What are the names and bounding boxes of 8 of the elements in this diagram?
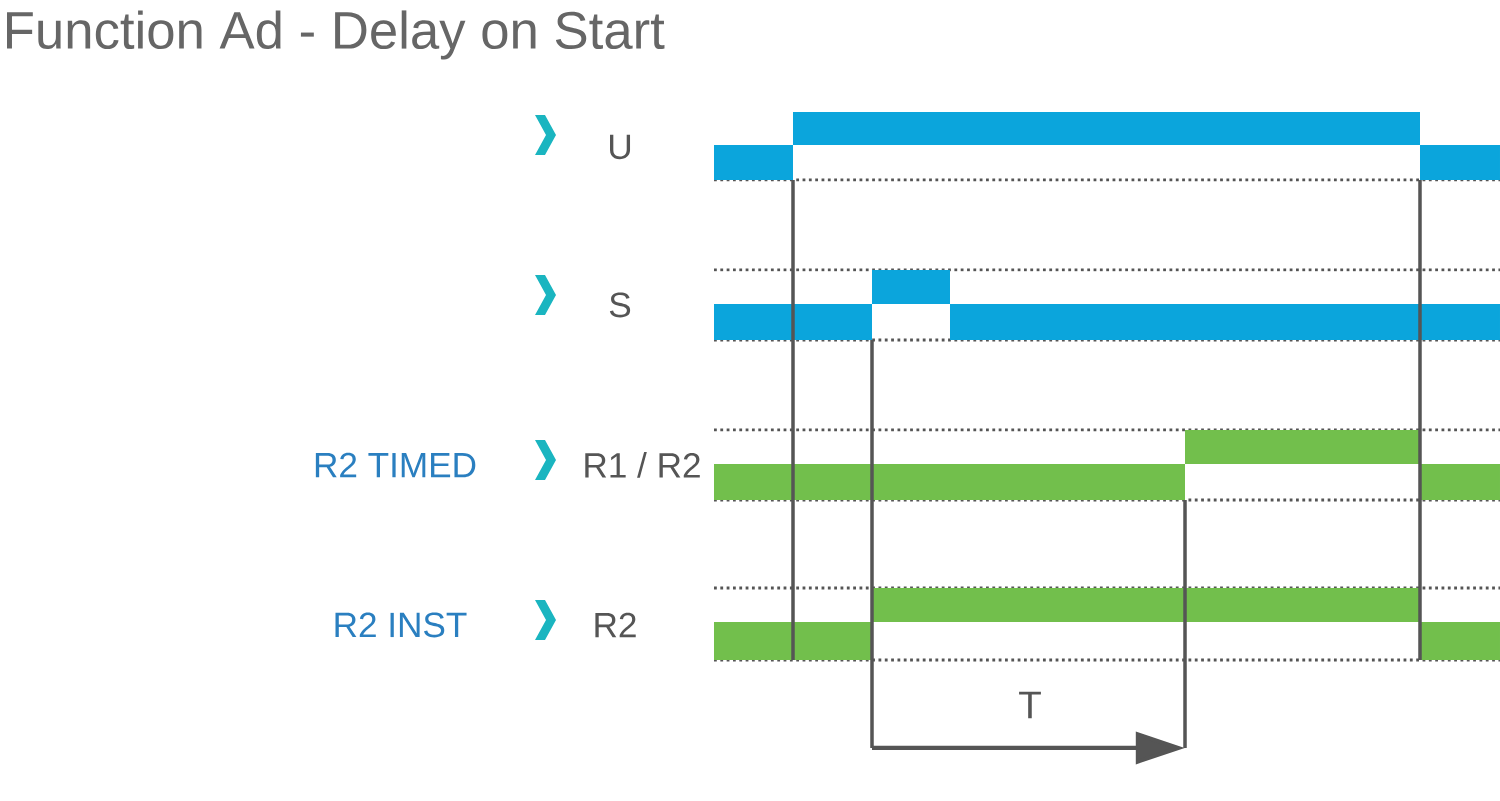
title: Function Ad - Delay on Start xyxy=(7,10,665,60)
mode-label: R2 TIMED xyxy=(315,452,476,478)
signal-label: R2 xyxy=(595,612,636,638)
signal-label: U xyxy=(610,134,630,160)
signal-label: R1 / R2 xyxy=(585,452,700,478)
signal-label: S xyxy=(609,292,631,318)
mode-label: R2 INST xyxy=(335,612,467,638)
time-label: T xyxy=(1019,691,1041,719)
